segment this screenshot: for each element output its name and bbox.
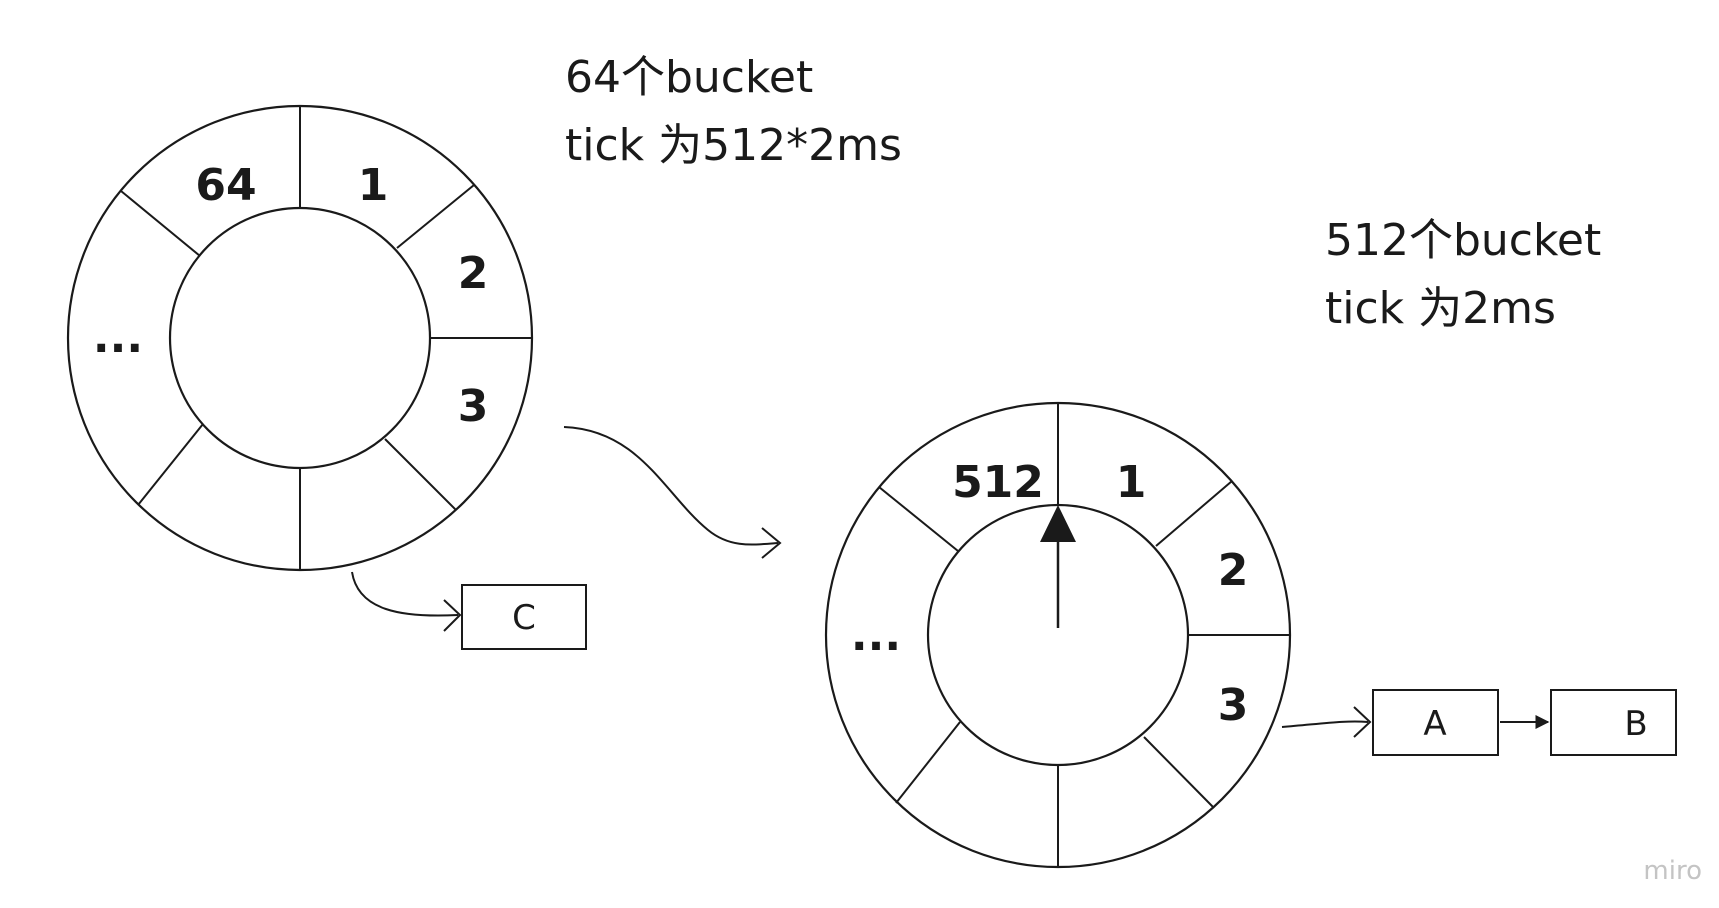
inner-slot-label-3: 3 — [1218, 680, 1249, 731]
inner-bucket-link — [1281, 720, 1369, 728]
outer-slot-label-1: 1 — [358, 160, 389, 211]
outer-bucket-link — [351, 571, 459, 617]
inner-bucket-link-arrowhead — [1353, 706, 1372, 738]
inner-wheel-divider — [878, 486, 959, 552]
miro-watermark: miro — [1643, 856, 1702, 886]
inner-wheel-divider — [895, 721, 961, 804]
outer-wheel-divider — [137, 423, 204, 506]
timer-node-b-label: B — [1624, 704, 1647, 744]
cascade-arrowhead — [761, 527, 782, 559]
inner-wheel-divider — [1143, 736, 1215, 809]
outer-wheel-hub — [168, 206, 432, 470]
outer-bucket-link-arrowhead — [443, 599, 462, 632]
outer-wheel-divider — [120, 190, 201, 257]
tick-pointer-arrowhead — [1040, 505, 1076, 542]
inner-wheel-caption-line1: 512个bucket — [1325, 215, 1601, 266]
cascade-arrow — [563, 426, 779, 546]
outer-wheel-divider — [396, 184, 475, 249]
timer-node-b — [1550, 689, 1677, 756]
inner-wheel-caption-line2: tick 为2ms — [1325, 283, 1556, 334]
inner-slot-label-2: 2 — [1218, 545, 1249, 596]
timer-node-a — [1372, 689, 1499, 756]
outer-wheel-caption-line2: tick 为512*2ms — [565, 120, 902, 171]
timer-node-c-label: C — [512, 598, 536, 638]
timer-node-a-label: A — [1423, 704, 1446, 744]
outer-slot-ellipsis: ... — [93, 312, 143, 363]
outer-wheel-divider — [384, 438, 457, 511]
inner-slot-label-512: 512 — [952, 457, 1044, 508]
inner-wheel-divider — [1155, 480, 1233, 547]
outer-wheel: 64 1 2 3 ... — [66, 104, 534, 572]
inner-slot-ellipsis: ... — [851, 610, 901, 661]
timer-node-c — [461, 584, 587, 650]
inner-slot-label-1: 1 — [1116, 457, 1147, 508]
outer-slot-label-3: 3 — [458, 381, 489, 432]
outer-slot-label-2: 2 — [458, 248, 489, 299]
inner-wheel: 512 1 2 3 ... — [824, 401, 1292, 869]
outer-wheel-caption-line1: 64个bucket — [565, 52, 813, 103]
outer-slot-label-64: 64 — [195, 160, 256, 211]
